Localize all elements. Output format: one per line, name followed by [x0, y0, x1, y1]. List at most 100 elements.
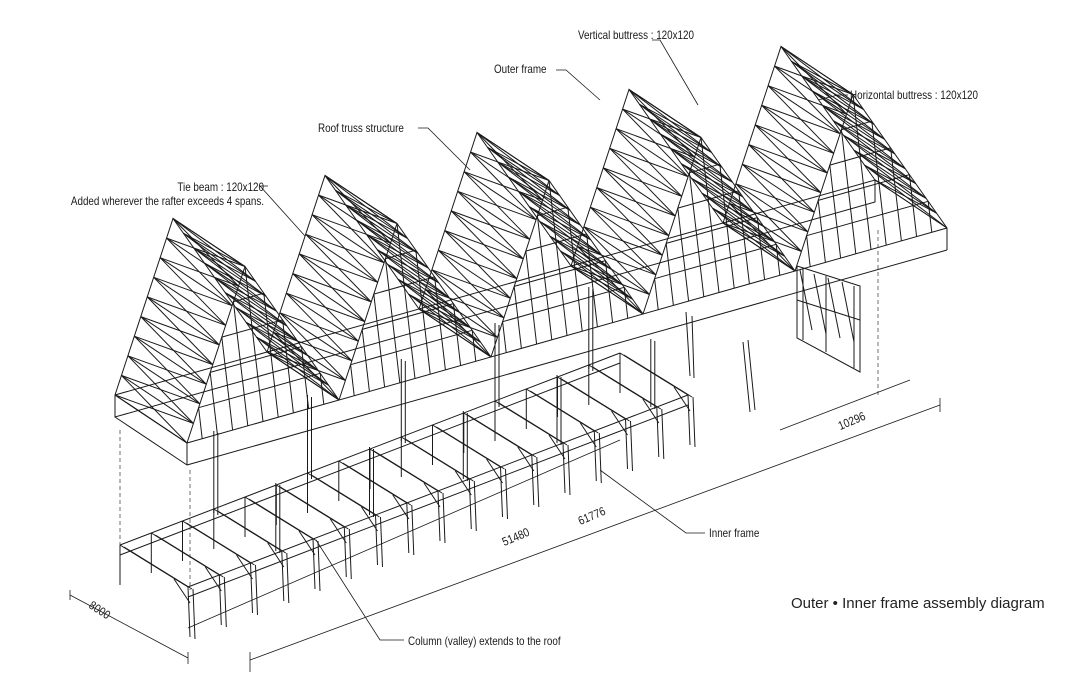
truss-post: [840, 129, 857, 254]
knee-brace: [611, 410, 628, 436]
diagonal-brace: [832, 120, 896, 155]
truss-post: [350, 364, 355, 396]
diagonal-brace: [311, 214, 379, 283]
inner-cross-beam: [342, 462, 412, 506]
purlin: [497, 161, 571, 211]
diagonal-brace: [639, 103, 702, 138]
diagonal-brace: [722, 222, 785, 257]
knee-brace: [298, 530, 316, 556]
purlin: [159, 257, 233, 307]
purlin: [602, 167, 676, 217]
knee-brace: [579, 422, 597, 448]
purlin: [670, 148, 744, 198]
inner-column: [687, 394, 691, 446]
diagonal-brace: [767, 85, 835, 154]
knee-brace: [236, 554, 253, 580]
diagonal-brace: [691, 178, 754, 213]
diagonal-brace: [463, 171, 531, 240]
purlin: [318, 194, 391, 244]
outer-frame-roof: [114, 45, 948, 466]
diagonal-brace: [528, 206, 592, 241]
knee-brace: [642, 398, 660, 424]
purlin: [114, 394, 188, 444]
inner-column: [437, 490, 441, 542]
diagonal-brace: [518, 191, 581, 226]
diagonal-brace: [774, 65, 841, 135]
purlin: [748, 144, 822, 194]
purlin: [463, 171, 537, 221]
projection-lines: [119, 230, 879, 590]
inner-cross-beam: [248, 498, 318, 542]
tie-beam-label-line1: Tie beam : 120x120: [177, 180, 264, 194]
diagonal-brace: [874, 179, 937, 214]
diagonal-brace: [292, 273, 359, 342]
diagonal-brace: [140, 316, 207, 385]
diagonal-brace: [298, 253, 366, 322]
purlin: [609, 147, 682, 197]
truss-post: [384, 258, 401, 383]
inner-column: [343, 526, 347, 578]
diagonal-brace: [470, 151, 537, 221]
leader-tie-beam: [259, 185, 306, 237]
truss-post: [665, 243, 674, 306]
diagonal-brace: [345, 204, 408, 239]
end-wall-brace: [827, 277, 841, 339]
knee-brace: [361, 506, 378, 532]
end-wall-rail: [796, 299, 861, 321]
purlin: [801, 75, 875, 125]
diagonal-brace: [660, 133, 723, 168]
knee-brace: [173, 578, 191, 604]
roof-base-bottom-edge: [186, 249, 948, 466]
end-wall-brace: [813, 273, 827, 335]
truss-post: [232, 301, 249, 426]
inner-column: [593, 430, 597, 482]
purlin: [590, 206, 663, 256]
truss-post: [525, 251, 538, 345]
purlin: [298, 253, 372, 303]
inner-column: [625, 418, 628, 470]
purlin: [774, 65, 847, 115]
diagonal-brace: [204, 262, 267, 297]
inner-column: [375, 514, 378, 566]
inner-cross-beam: [217, 510, 287, 554]
truss-post: [502, 321, 507, 353]
purlin: [596, 187, 670, 237]
purlin: [146, 296, 220, 346]
diagonal-brace: [305, 233, 372, 303]
diagram-title: Outer • Inner frame assembly diagram: [791, 595, 1045, 612]
diagonal-brace: [133, 335, 201, 405]
purlin: [286, 292, 359, 342]
purlin: [457, 190, 530, 240]
purlin: [245, 321, 319, 371]
inner-column: [442, 492, 446, 544]
purlin: [843, 135, 916, 184]
diagonal-brace: [560, 250, 623, 285]
diagonal-brace: [193, 247, 256, 282]
diagonal-brace: [822, 105, 885, 140]
purlin: [431, 269, 505, 319]
tie-beam-label-line2: Added wherever the rafter exceeds 4 span…: [70, 194, 264, 208]
diagonal-brace: [549, 235, 612, 270]
inner-column: [598, 432, 602, 484]
loose-column: [742, 341, 751, 413]
inner-column: [348, 528, 352, 580]
diagonal-brace: [366, 234, 429, 269]
inner-column: [312, 538, 316, 590]
purlin: [444, 230, 518, 280]
diagonal-brace: [146, 296, 214, 365]
inner-column: [567, 444, 571, 496]
diagonal-brace: [577, 246, 644, 315]
purlin: [166, 237, 239, 287]
diagonal-brace: [780, 46, 847, 115]
purlin: [822, 105, 896, 155]
diagonal-brace: [701, 192, 764, 227]
purlin: [577, 245, 650, 295]
diagonal-brace: [376, 249, 440, 284]
inner-column: [406, 502, 410, 554]
knee-brace: [329, 518, 347, 544]
inner-column: [468, 478, 472, 530]
diagonal-brace: [680, 163, 744, 198]
diagonal-brace: [450, 210, 518, 279]
purlin: [438, 249, 511, 299]
knee-brace: [517, 446, 535, 472]
